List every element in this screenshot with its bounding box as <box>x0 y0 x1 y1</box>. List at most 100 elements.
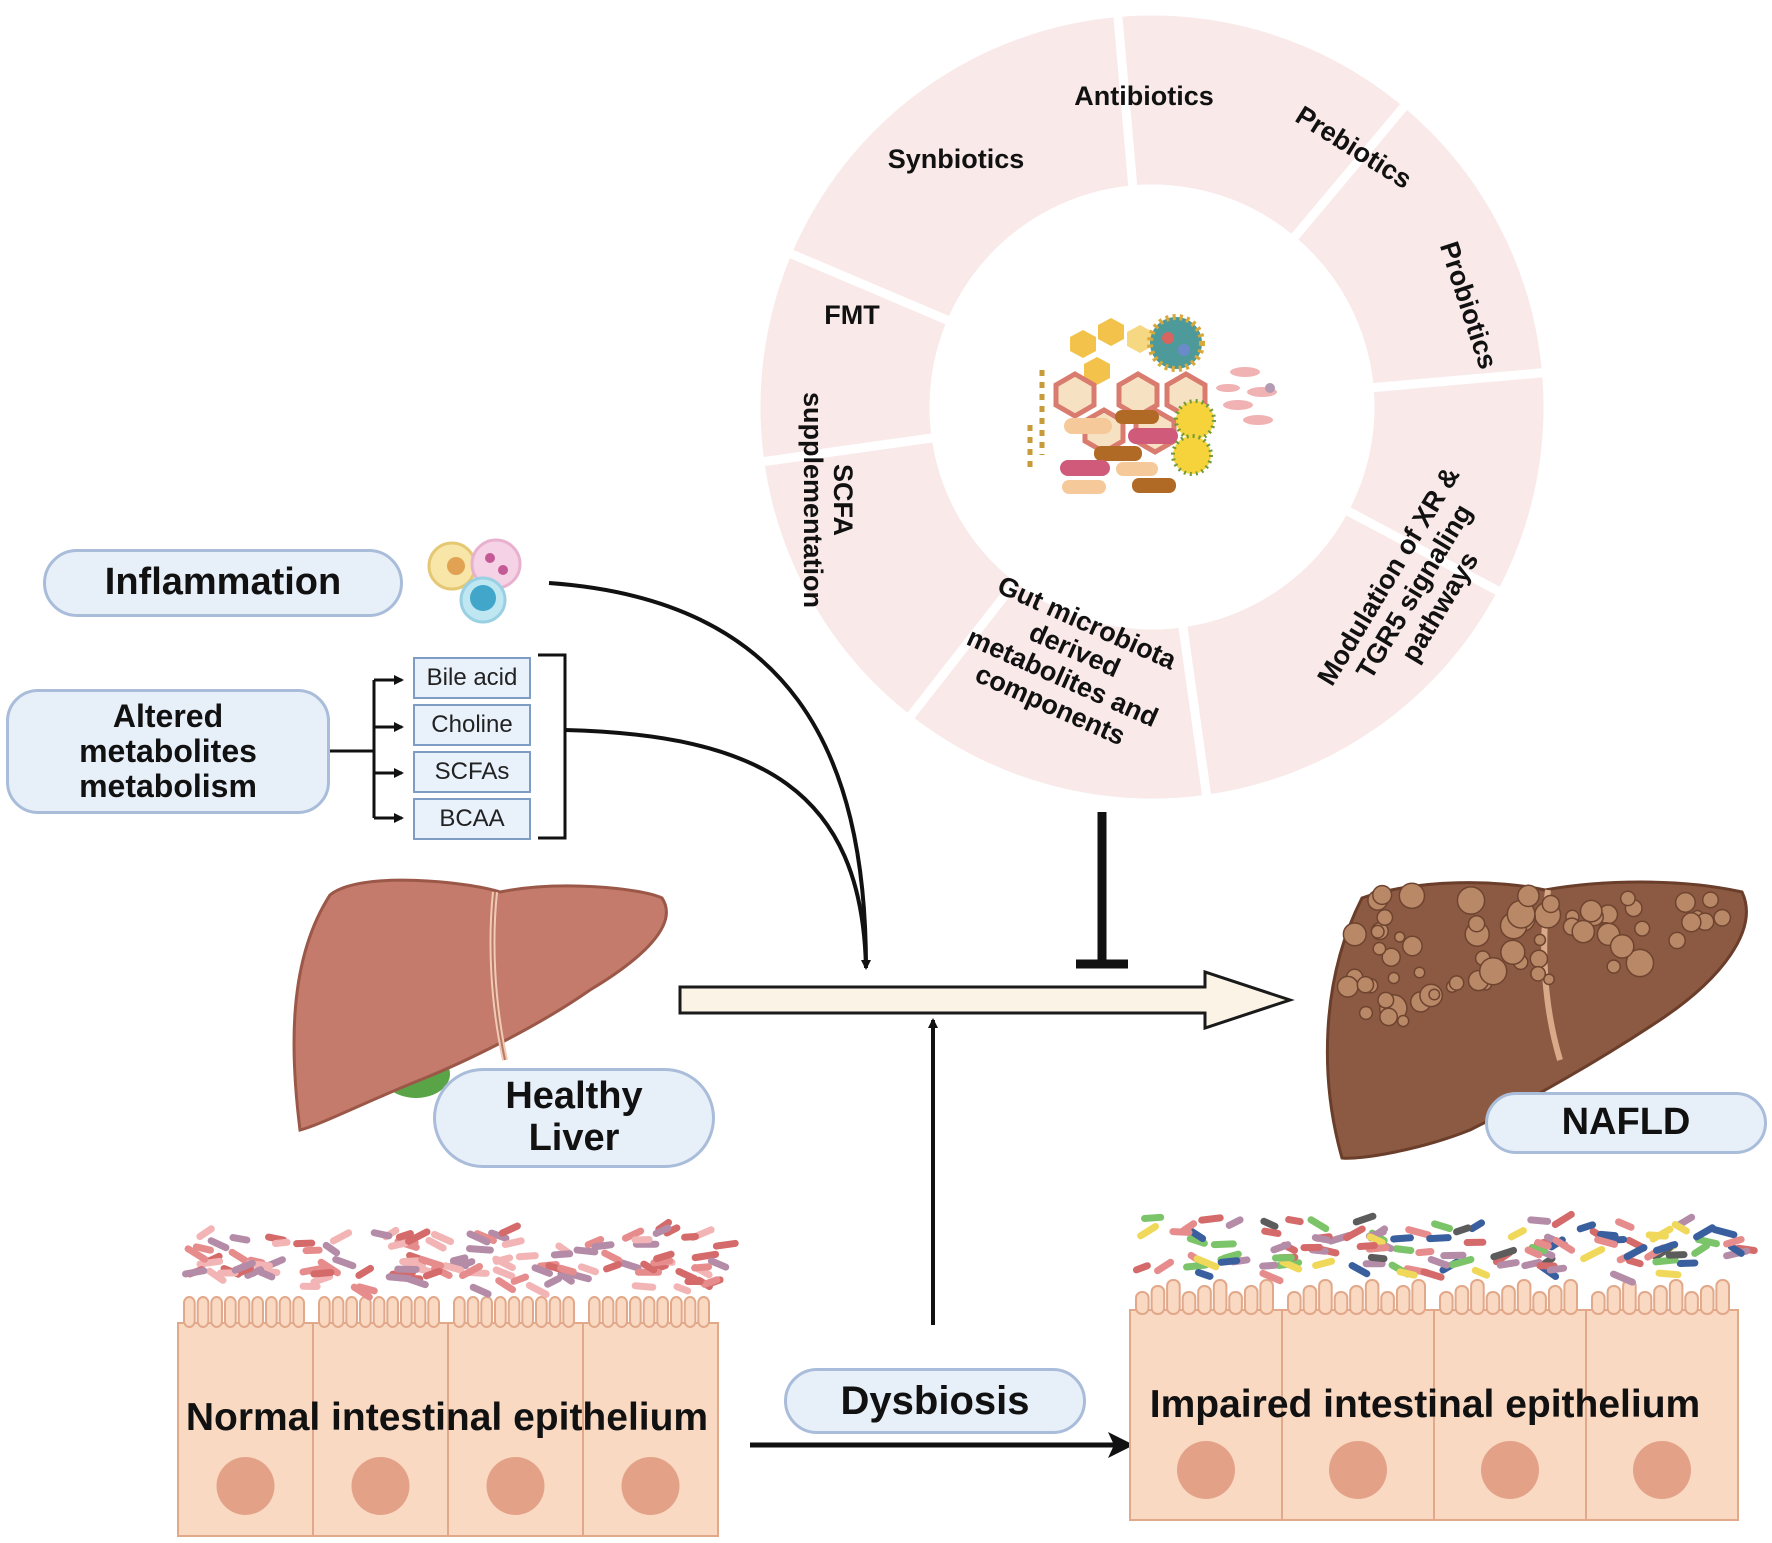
bacterium <box>1490 1246 1518 1261</box>
fat-nodule <box>1625 948 1655 978</box>
bacterium <box>1528 1244 1548 1255</box>
bacterium <box>663 1224 681 1237</box>
microvillus <box>331 1296 345 1328</box>
bacterium <box>1225 1216 1244 1229</box>
bacterium <box>712 1239 739 1250</box>
bacterium <box>1551 1210 1575 1229</box>
microvillus <box>656 1296 669 1328</box>
bacterium <box>1259 1261 1279 1270</box>
bacterium <box>1390 1234 1414 1243</box>
cell-nucleus <box>216 1457 275 1515</box>
fat-nodule <box>1500 939 1526 966</box>
svg-text:supplementation: supplementation <box>798 392 828 608</box>
fat-nodule <box>1398 882 1426 910</box>
bacterium <box>515 1252 539 1261</box>
microvillus <box>480 1296 493 1328</box>
microvillus <box>615 1296 628 1328</box>
microvillus <box>413 1296 427 1328</box>
bacterium <box>1137 1223 1160 1240</box>
bacterium <box>1576 1221 1597 1233</box>
bacterium <box>1711 1226 1738 1239</box>
bacterium <box>1194 1268 1214 1280</box>
microvillus <box>400 1296 413 1328</box>
bacterium <box>329 1229 353 1245</box>
microvillus <box>1668 1279 1684 1315</box>
bacterium <box>1307 1216 1330 1233</box>
bacterium <box>229 1234 251 1244</box>
bacterium <box>293 1239 316 1248</box>
bacterium <box>302 1246 323 1255</box>
fat-nodule <box>1517 884 1540 908</box>
wheel-segment-prebiotics <box>1285 97 1552 393</box>
bacterium <box>498 1222 521 1237</box>
fat-nodule <box>1681 912 1702 933</box>
microvillus <box>601 1296 615 1328</box>
microvillus <box>1349 1285 1364 1315</box>
fat-nodule <box>1413 966 1426 979</box>
bacterium <box>1625 1257 1644 1268</box>
bacterium <box>459 1263 484 1280</box>
bacterium <box>205 1267 227 1284</box>
wheel-segment-gut-metabolites <box>901 572 1213 808</box>
bacterium <box>1468 1219 1486 1233</box>
microvillus <box>588 1296 601 1328</box>
bacterium <box>1448 1255 1475 1269</box>
microvillus <box>1259 1279 1275 1315</box>
bacterium <box>1343 1225 1366 1242</box>
fat-nodule <box>1713 908 1732 927</box>
bacterium <box>621 1227 645 1242</box>
bacterium <box>584 1235 605 1249</box>
bacterium <box>355 1264 375 1279</box>
bacterium <box>1426 1234 1452 1243</box>
microbiota-cluster-icon <box>1027 314 1277 494</box>
dysbiosis-label: Dysbiosis <box>784 1368 1086 1434</box>
microvillus <box>372 1296 386 1328</box>
microvillus <box>1243 1285 1259 1315</box>
bacterium <box>1198 1214 1224 1224</box>
bacterium <box>1471 1266 1491 1279</box>
microvillus <box>1637 1291 1653 1315</box>
microvillus <box>345 1296 358 1328</box>
microvillus <box>521 1296 534 1328</box>
microvillus <box>697 1296 710 1328</box>
bacterium <box>1154 1258 1175 1275</box>
healthy-liver-icon <box>292 878 668 1132</box>
bacterium <box>394 1265 420 1273</box>
bacterium <box>332 1255 357 1270</box>
bacterium <box>691 1263 713 1272</box>
microvillus <box>548 1296 562 1328</box>
bacterium <box>673 1283 692 1295</box>
impaired-epithelium-label: Impaired intestinal epithelium <box>1150 1383 1700 1426</box>
microvillus <box>1454 1285 1470 1315</box>
bacterium <box>1691 1242 1711 1257</box>
bacterium <box>1671 1220 1690 1235</box>
bacterium <box>299 1264 327 1276</box>
fat-nodule <box>1533 933 1547 947</box>
microvillus <box>1439 1291 1454 1315</box>
microvillus <box>196 1296 210 1328</box>
bacterium <box>257 1268 276 1281</box>
bacterium <box>310 1268 335 1278</box>
bacterium <box>601 1249 623 1264</box>
bacterium <box>1580 1245 1606 1263</box>
wheel-label-scfa: SCFA supplementation <box>798 392 858 608</box>
microvillus <box>1364 1279 1380 1315</box>
microvillus <box>1532 1291 1547 1315</box>
treatment-wheel <box>751 6 1553 808</box>
microvillus <box>1197 1285 1212 1315</box>
fat-nodule <box>1356 975 1375 994</box>
bacterium <box>1362 1260 1386 1268</box>
bacterium <box>473 1230 497 1244</box>
bacterium <box>1186 1235 1208 1247</box>
bacterium <box>422 1267 443 1280</box>
fat-nodule <box>1376 909 1394 926</box>
fat-nodule <box>1478 956 1508 986</box>
bacterium <box>387 1239 409 1250</box>
microvillus <box>237 1296 251 1328</box>
fat-nodule <box>1529 949 1549 969</box>
cell-nucleus <box>621 1457 680 1515</box>
microvillus <box>210 1296 224 1328</box>
bacterium <box>1367 1253 1388 1263</box>
bacterium <box>192 1243 215 1254</box>
